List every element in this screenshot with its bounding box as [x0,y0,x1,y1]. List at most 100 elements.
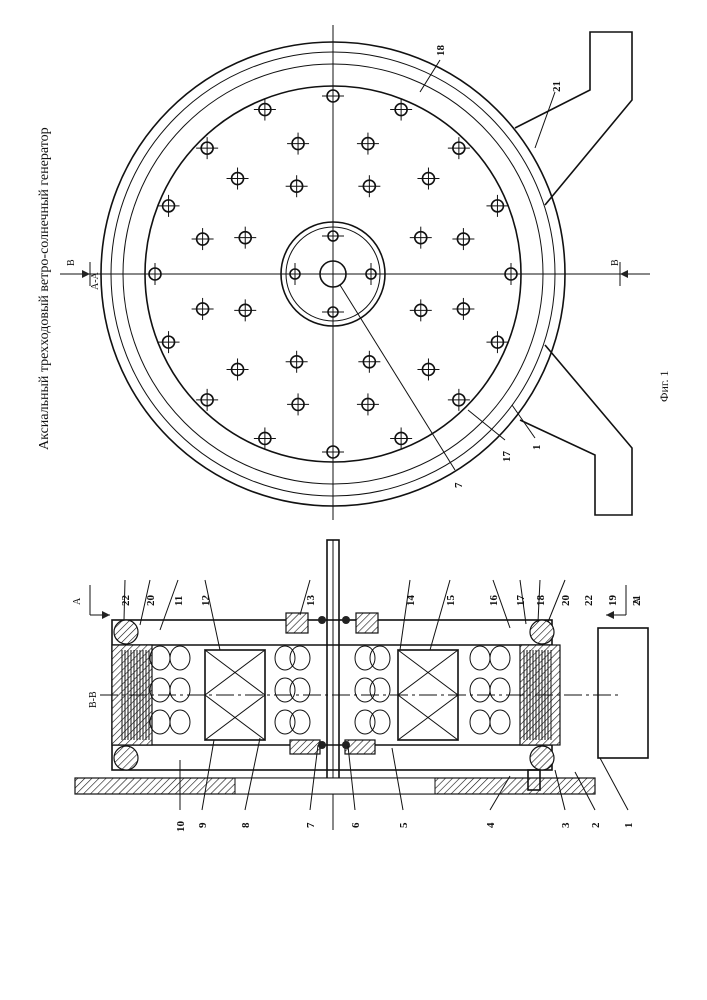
coil-loop [275,646,295,670]
coil-loop [370,646,390,670]
coil-loop [170,646,190,670]
coil-loop [355,646,375,670]
coil-loop [370,678,390,702]
side-callout-9: 9 [197,822,209,828]
section-marker-top: В А-А [60,259,101,290]
coil-loop [490,646,510,670]
bolt-hole [227,168,249,190]
coil-loop [490,710,510,734]
front-callout-17: 17 [501,451,513,463]
bolt-hole [192,228,214,250]
bolt-hole [357,133,379,155]
section-label-bb: В-В [88,691,99,708]
seal-ring-bottom-right [530,746,554,770]
bolt-hole [287,393,309,415]
side-callout-18: 18 [535,595,547,607]
front-callout-21: 21 [551,81,563,92]
bolt-hole [322,85,344,107]
side-callout-10: 10 [175,821,187,833]
bolt-hole [452,298,474,320]
coil-loop [490,678,510,702]
coil-loop [370,710,390,734]
side-callout-20-right: 20 [560,595,572,607]
coil-loop [355,678,375,702]
side-callout-5: 5 [398,822,410,828]
side-callout-22-right: 22 [583,595,595,607]
bearing-bottom-left [318,741,326,749]
side-callout-13: 13 [305,595,317,607]
side-callout-19: 19 [607,595,619,607]
figure-caption: Фиг. 1 [657,371,671,402]
side-callout-22-left: 22 [120,595,132,607]
bolt-hole [192,298,214,320]
coil-loop [290,710,310,734]
section-marker-bottom: В [610,259,650,286]
side-callout-4: 4 [485,822,497,828]
coil-loop [290,678,310,702]
coil-loop [290,646,310,670]
side-callout-21: 21 [631,595,643,606]
coil-loop [150,710,170,734]
bolt-hole [452,228,474,250]
bolt-hole [417,168,439,190]
coil-loop [275,710,295,734]
bearing-block-left [290,740,320,754]
support-stand-upper [515,32,632,205]
section-label-b-top: В [66,259,77,266]
side-callout-1: 1 [623,823,635,829]
bolt-hole [287,133,309,155]
coil-loop [150,678,170,702]
side-callout-11: 11 [173,596,185,606]
bolt-hole [417,358,439,380]
bolt-hole [322,301,344,323]
side-callout-3: 3 [560,822,572,828]
base-plate-gap [235,778,435,794]
seal-ring-bottom-left [114,746,138,770]
coil-loop [170,710,190,734]
bearing-top-left [318,616,326,624]
section-label-b-bottom: В [610,259,621,266]
bearing-top-right [342,616,350,624]
coil-loop [470,678,490,702]
coil-stack [122,646,551,740]
section-label-aa: А-А [90,271,101,290]
side-section-view: А А В-В 10 9 [72,540,648,832]
seal-ring-top-right [530,620,554,644]
coil-loop [150,646,170,670]
hub-top [286,613,308,633]
coil-loop [355,710,375,734]
bearing-block-right [345,740,375,754]
bolt-hole [500,263,522,285]
section-label-a-left: А [72,597,83,605]
bolt-hole [357,393,379,415]
bolt-hole [196,389,218,411]
coil-loop [275,678,295,702]
stand-block-21 [598,628,648,758]
coil-loop [470,646,490,670]
document-title: Аксиальный трехходовый ветро-солнечный г… [37,127,52,450]
coil-loop [170,678,190,702]
front-callout-18: 18 [435,45,447,57]
side-callout-17: 17 [515,595,527,607]
bearing-bottom-right [342,741,350,749]
side-callout-15: 15 [445,595,457,607]
bolt-hole [196,137,218,159]
coil-loop [470,710,490,734]
bolt-hole [448,137,470,159]
bolt-hole [286,175,308,197]
front-callout-1: 1 [531,445,543,451]
hub-top-right [356,613,378,633]
seal-ring-top-left [114,620,138,644]
side-callout-20-left: 20 [145,595,157,607]
side-callout-7: 7 [305,822,317,828]
bolt-hole [410,227,432,249]
bolt-hole [360,263,382,285]
bolt-hole [322,441,344,463]
bolt-hole [144,263,166,285]
bolt-hole [358,175,380,197]
bolt-hole [284,263,306,285]
side-callout-16: 16 [488,595,500,607]
bolt-hole [358,351,380,373]
side-callout-8: 8 [240,822,252,828]
